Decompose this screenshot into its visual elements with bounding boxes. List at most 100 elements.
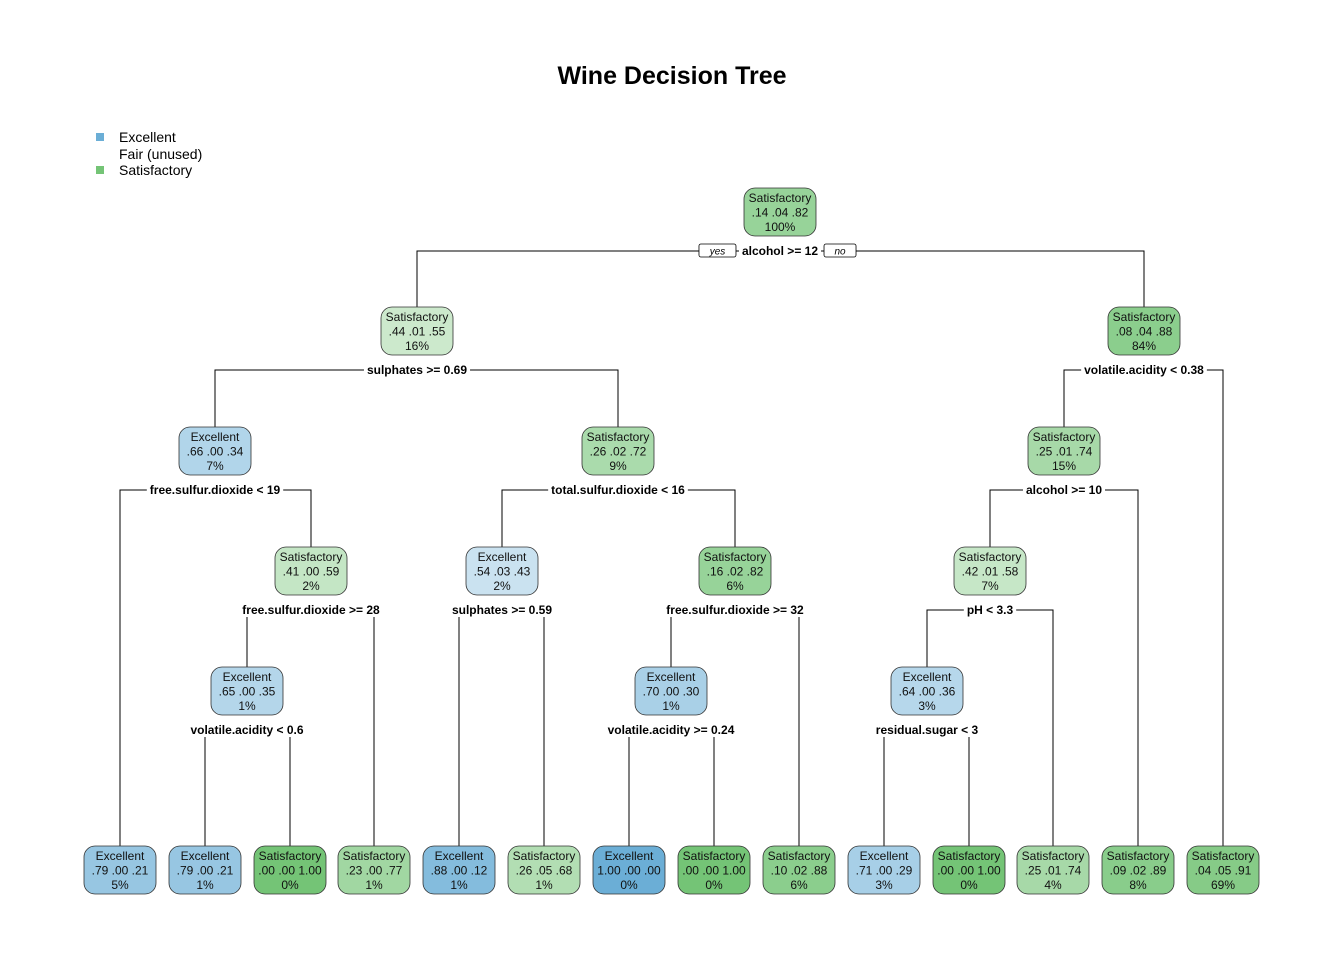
tree-node-7: Satisfactory.41 .00 .592% [274, 546, 348, 596]
legend-item-satisfactory: Satisfactory [96, 162, 202, 179]
tree-node-10: Satisfactory.42 .01 .587% [953, 546, 1027, 596]
node-percent: 7% [981, 579, 999, 593]
node-percent: 1% [365, 878, 383, 892]
split-label: free.sulfur.dioxide >= 32 [666, 603, 804, 617]
legend-label-excellent: Excellent [119, 129, 176, 145]
node-box [465, 546, 539, 596]
node-class-label: Excellent [605, 849, 654, 863]
yes-label: yes [709, 247, 726, 258]
node-probabilities: .08 .04 .88 [1116, 325, 1173, 339]
split-label: total.sulfur.dioxide < 16 [551, 483, 685, 497]
node-box [274, 546, 348, 596]
split-label-bg [738, 243, 822, 258]
node-box [581, 426, 655, 476]
split-label-bg [1022, 482, 1106, 497]
split-label: alcohol >= 10 [1026, 483, 1102, 497]
legend-swatch-satisfactory [96, 166, 104, 174]
node-percent: 16% [405, 339, 429, 353]
node-percent: 6% [726, 579, 744, 593]
legend-label-satisfactory: Satisfactory [119, 162, 193, 178]
node-box [932, 845, 1006, 895]
node-percent: 1% [450, 878, 468, 892]
node-percent: 84% [1132, 339, 1156, 353]
no-label: no [834, 247, 846, 258]
split-label-bg [448, 602, 556, 617]
node-probabilities: .79 .00 .21 [92, 864, 149, 878]
node-box [1107, 306, 1181, 356]
yes-badge [698, 243, 737, 258]
split-label: volatile.acidity >= 0.24 [608, 723, 735, 737]
tree-node-13: Excellent.64 .00 .363% [890, 666, 964, 716]
node-class-label: Satisfactory [386, 310, 449, 324]
node-probabilities: .16 .02 .82 [707, 565, 764, 579]
node-probabilities: .44 .01 .55 [389, 325, 446, 339]
node-class-label: Satisfactory [959, 550, 1022, 564]
node-box [337, 845, 411, 895]
node-class-label: Satisfactory [587, 430, 650, 444]
node-class-label: Excellent [223, 670, 272, 684]
node-probabilities: .71 .00 .29 [856, 864, 913, 878]
tree-node-11: Excellent.65 .00 .351% [210, 666, 284, 716]
tree-node-5: Satisfactory.26 .02 .729% [581, 426, 655, 476]
node-percent: 0% [705, 878, 723, 892]
node-class-label: Satisfactory [704, 550, 767, 564]
node-probabilities: .25 .01 .74 [1036, 445, 1093, 459]
split-label-bg [239, 602, 383, 617]
tree-nodes: Satisfactory.14 .04 .82100%Satisfactory.… [83, 187, 1260, 895]
node-box [83, 845, 157, 895]
node-class-label: Satisfactory [1192, 849, 1255, 863]
node-probabilities: .04 .05 .91 [1195, 864, 1252, 878]
node-class-label: Satisfactory [259, 849, 322, 863]
node-probabilities: .79 .00 .21 [177, 864, 234, 878]
node-percent: 8% [1129, 878, 1147, 892]
split-label-bg [663, 602, 807, 617]
node-class-label: Satisfactory [1107, 849, 1170, 863]
node-box [677, 845, 751, 895]
node-probabilities: .88 .00 .12 [431, 864, 488, 878]
tree-edge [119, 489, 312, 846]
node-probabilities: .42 .01 .58 [962, 565, 1019, 579]
tree-leaf-25: Satisfactory.25 .01 .744% [1016, 845, 1090, 895]
split-label-bg [1081, 362, 1207, 377]
tree-edge [628, 729, 715, 846]
tree-leaf-21: Satisfactory.00 .00 1.000% [677, 845, 751, 895]
split-label-bg [187, 722, 307, 737]
node-probabilities: .00 .00 1.00 [258, 864, 322, 878]
node-class-label: Satisfactory [768, 849, 831, 863]
node-probabilities: .26 .05 .68 [516, 864, 573, 878]
tree-edge [501, 489, 736, 547]
node-percent: 3% [875, 878, 893, 892]
node-percent: 5% [111, 878, 129, 892]
node-probabilities: .65 .00 .35 [219, 685, 276, 699]
tree-edge [883, 729, 970, 846]
node-percent: 9% [609, 459, 627, 473]
tree-leaf-23: Excellent.71 .00 .293% [847, 845, 921, 895]
split-label: pH < 3.3 [967, 603, 1014, 617]
node-class-label: Excellent [903, 670, 952, 684]
split-label: volatile.acidity < 0.38 [1084, 363, 1204, 377]
node-box [762, 845, 836, 895]
tree-leaf-15: Excellent.79 .00 .211% [168, 845, 242, 895]
split-label: volatile.acidity < 0.6 [190, 723, 303, 737]
split-label: free.sulfur.dioxide >= 28 [242, 603, 380, 617]
node-probabilities: .41 .00 .59 [283, 565, 340, 579]
node-percent: 1% [662, 699, 680, 713]
node-class-label: Satisfactory [1113, 310, 1176, 324]
node-probabilities: .25 .01 .74 [1025, 864, 1082, 878]
split-label-bg [548, 482, 688, 497]
node-class-label: Satisfactory [280, 550, 343, 564]
node-class-label: Excellent [191, 430, 240, 444]
legend: Excellent Fair (unused) Satisfactory [96, 129, 202, 179]
node-class-label: Satisfactory [683, 849, 746, 863]
node-class-label: Satisfactory [513, 849, 576, 863]
split-label: alcohol >= 12 [742, 244, 818, 258]
tree-leaf-19: Satisfactory.26 .05 .681% [507, 845, 581, 895]
node-percent: 100% [765, 220, 796, 234]
node-box [953, 546, 1027, 596]
node-percent: 69% [1211, 878, 1235, 892]
node-percent: 0% [281, 878, 299, 892]
